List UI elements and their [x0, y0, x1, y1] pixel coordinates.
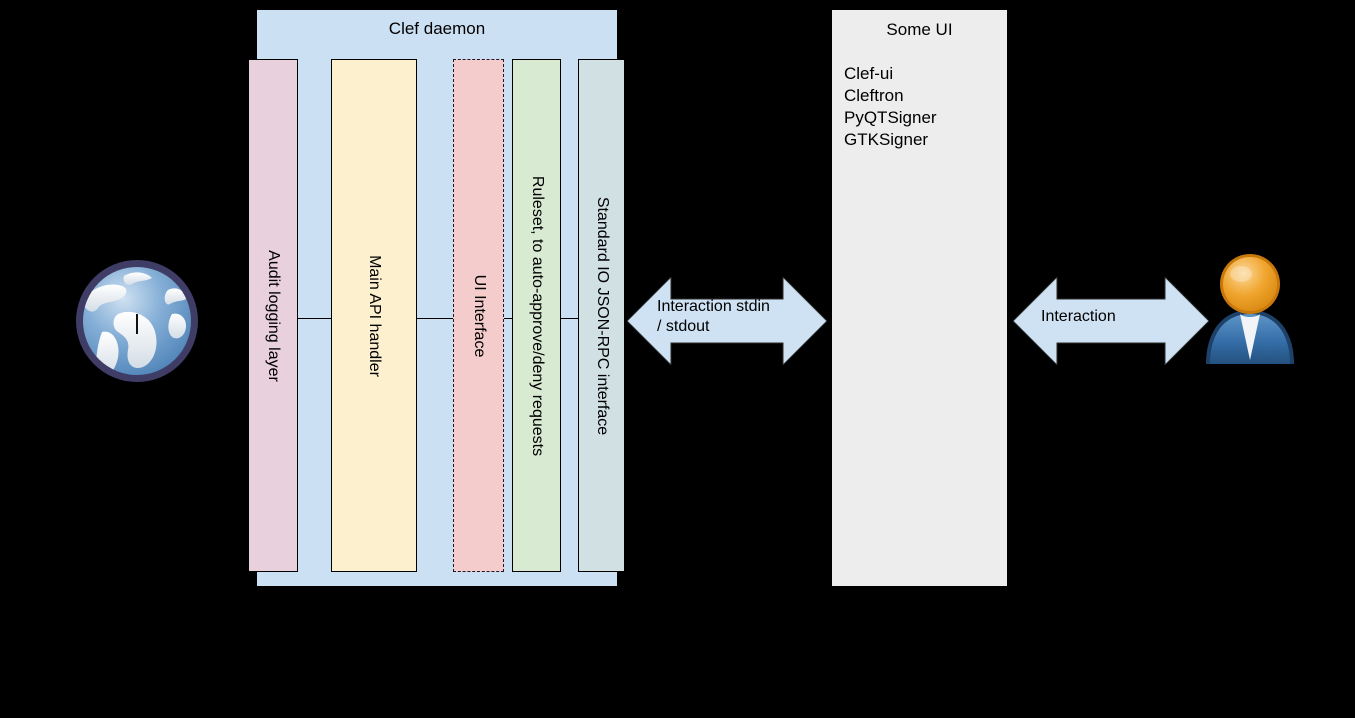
column-label-stdio: Standard IO JSON-RPC interface: [593, 196, 611, 435]
column-ui-interface[interactable]: UI Interface: [453, 59, 504, 572]
column-main-api-handler[interactable]: Main API handler: [331, 59, 417, 572]
column-label-ui: UI Interface: [470, 274, 488, 357]
list-item: Cleftron: [844, 86, 904, 105]
column-standard-io-jsonrpc[interactable]: Standard IO JSON-RPC interface: [578, 59, 625, 572]
interaction-arrow-label: Interaction: [1041, 308, 1116, 325]
some-ui-title: Some UI: [886, 20, 953, 39]
list-item: PyQTSigner: [844, 108, 937, 127]
list-item: Clef-ui: [844, 64, 894, 83]
internet-globe-icon: [76, 260, 198, 382]
interaction-arrow: Interaction: [1013, 277, 1209, 365]
stdio-arrow-label: Interaction stdin / stdout: [657, 298, 770, 335]
some-ui-panel[interactable]: Some UI Clef-ui Cleftron PyQTSigner GTKS…: [832, 10, 1007, 586]
column-audit-logging-layer[interactable]: Audit logging layer: [248, 59, 298, 572]
connector-line-api-ui: [416, 318, 454, 319]
clef-daemon-panel: [257, 10, 617, 586]
connector-line-audit-api: [297, 318, 332, 319]
column-label-audit: Audit logging layer: [265, 249, 282, 382]
column-label-ruleset: Ruleset, to auto-approve/deny requests: [528, 175, 546, 456]
connector-line-ui-ruleset: [503, 318, 513, 319]
clef-daemon-title: Clef daemon: [388, 19, 486, 38]
connector-line-ruleset-stdio: [560, 318, 579, 319]
stdio-arrow: Interaction stdin / stdout: [627, 277, 827, 365]
user-person-icon: [1206, 254, 1294, 364]
double-arrow-icon: [1013, 277, 1209, 365]
double-arrow-icon: [627, 277, 827, 365]
some-ui-list: Clef-ui Cleftron PyQTSigner GTKSigner: [844, 63, 937, 151]
list-item: GTKSigner: [844, 130, 929, 149]
column-ruleset[interactable]: Ruleset, to auto-approve/deny requests: [512, 59, 561, 572]
column-label-api: Main API handler: [366, 254, 383, 377]
